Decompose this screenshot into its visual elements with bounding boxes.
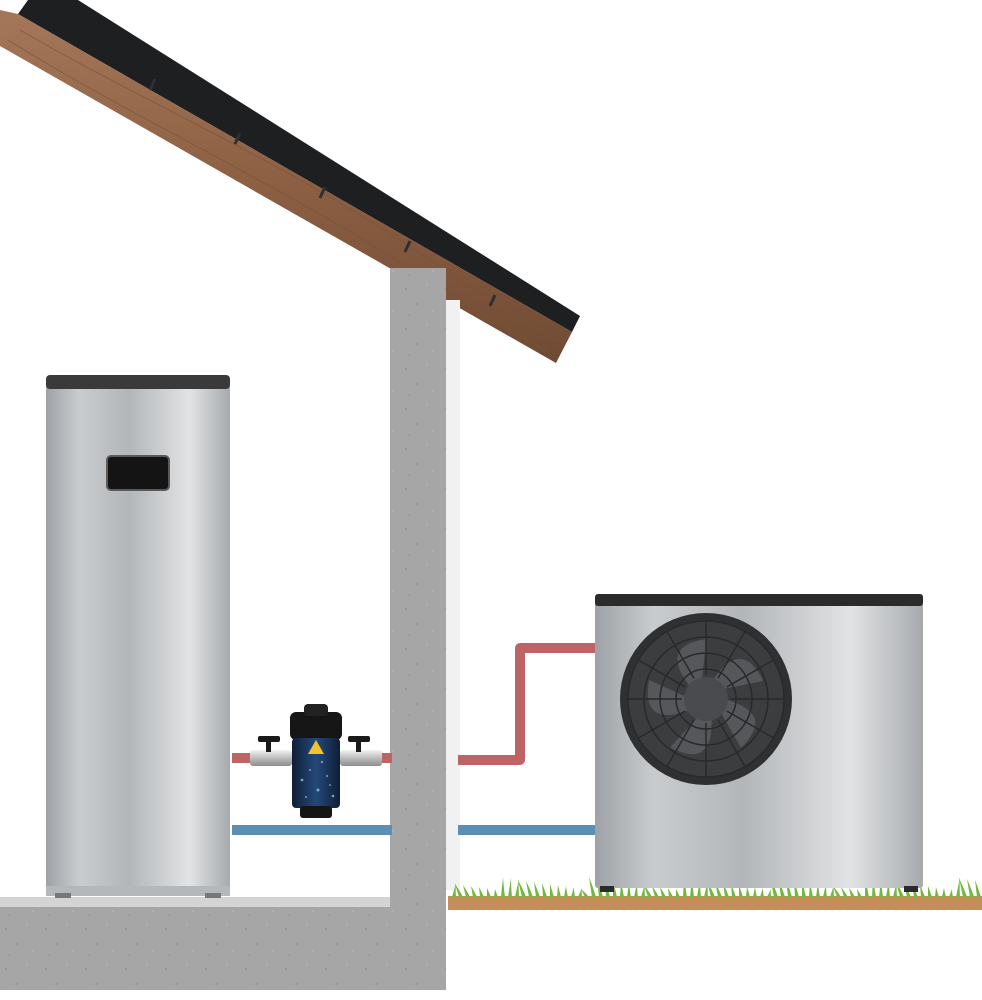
grass-blade [534,882,540,897]
grass-blade [479,887,484,897]
concrete-wall [0,268,460,990]
tank-base [46,886,230,896]
grass-blade [501,877,505,897]
unit-top-cap [595,594,923,606]
valve-handle-icon [348,736,370,752]
grass-blade [550,884,554,897]
fan-guard-spoke [638,659,686,688]
grass-blade [942,888,946,897]
grass-blade [455,884,463,897]
grass-blade [949,889,953,897]
indoor-tank [46,375,230,898]
roof [0,0,580,363]
tank-foot-right [205,893,221,898]
roof-rafter [0,10,572,363]
fan-icon [620,613,792,785]
grass-blade [463,885,470,897]
soil-strip [448,896,982,910]
tank-foot-left [55,893,71,898]
grass-blade [508,878,512,897]
outdoor-unit [595,594,923,892]
grass-blade [627,882,631,897]
fan-blade [719,699,756,748]
grass-blade [833,886,841,897]
grass-blade [920,885,925,897]
grass-blade [487,888,491,897]
fan-guard-spoke [726,659,774,688]
magnetic-filter [250,704,382,818]
grass-blade [660,887,666,897]
grass-blade [760,888,764,897]
grass-blade [564,886,568,897]
grass-blade [471,886,477,897]
grass-blade [841,887,848,897]
grass-blade [518,880,526,897]
grass-blade [767,889,771,897]
grass-blade [581,889,589,897]
roof-tile-steps [148,78,497,307]
warning-label-icon [308,740,324,754]
wall-body [0,268,446,990]
grass-blade [928,886,932,897]
grass-blade [557,885,561,897]
grass-blade [746,886,750,897]
valve-handle-icon [258,736,280,752]
fan-guard-spoke [717,719,746,767]
tank-top-cap [46,375,230,389]
grass-blade [526,881,533,897]
fan-guard-spoke [638,710,686,739]
grass-blade [816,883,820,897]
filter-bubbles [300,760,335,798]
grass-blade [652,886,659,897]
unit-foot-right [904,886,918,892]
grass-blade [452,883,456,897]
grass-blade [967,879,974,897]
grass-blade [494,889,498,897]
grass-blade [959,878,967,897]
fan-guard-spoke [726,710,774,739]
grass-blade [676,889,680,897]
grass-blade [956,877,960,897]
fan-hub [684,677,728,721]
filter-body [292,738,340,808]
tank-body [46,383,230,895]
grass-blade [753,887,757,897]
grass-blade [589,877,596,897]
grass-blade [975,880,981,897]
filter-bottom [300,806,332,818]
grass-blade [515,879,519,897]
valve-body-right [340,750,382,766]
fan-guard-spoke [666,631,695,679]
wood-grain [7,29,561,353]
grass-blade [857,889,862,897]
grass-blade [542,883,547,897]
valve-body-left [250,750,292,766]
grass-blade [849,888,855,897]
filter-cap [290,712,342,740]
flow-pipe-outdoor [458,643,598,765]
tank-display-screen [106,455,170,491]
floor-surface [0,897,390,907]
grass-blade [571,887,575,897]
grass-blade [668,888,673,897]
grass-blade [578,888,582,897]
filter-cap-knob [304,704,328,716]
fan-blade [677,639,707,689]
fan-blade [647,680,692,716]
fan-guard-spoke [666,719,695,767]
roof-tiles [18,0,580,332]
grass-blade [935,887,939,897]
fan-guard-spoke [717,631,746,679]
unit-foot-left [600,886,614,892]
wall-insulation [446,300,460,890]
